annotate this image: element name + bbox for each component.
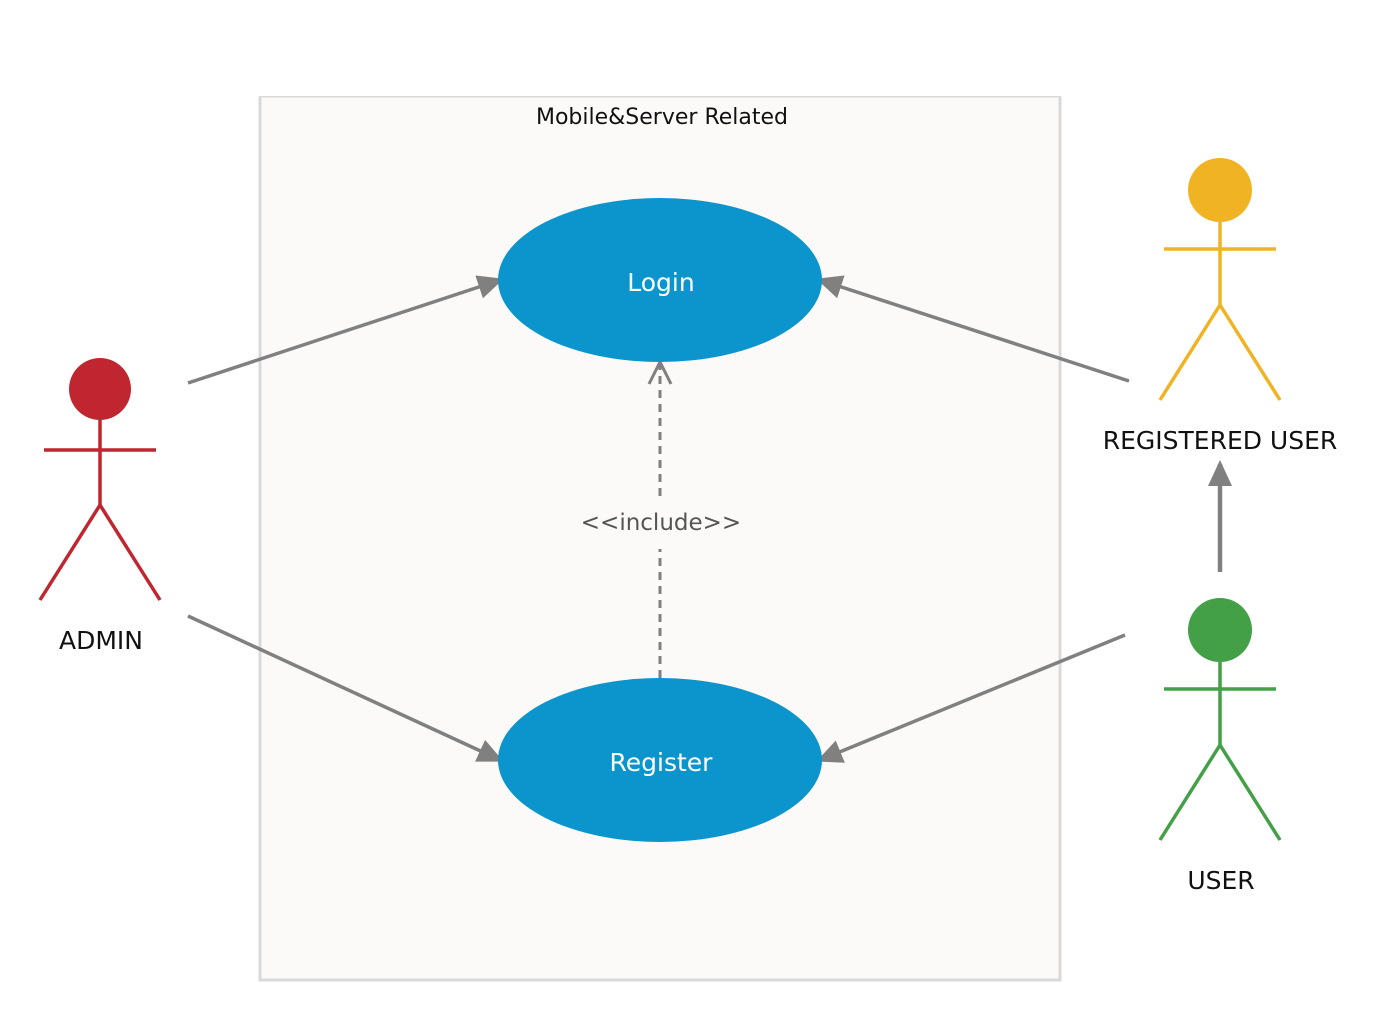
association-admin-register: [187, 614, 504, 762]
actor-admin-leg-left: [38, 504, 102, 601]
system-boundary-title: Mobile&Server Related: [536, 105, 788, 130]
actor-admin-head: [69, 358, 131, 420]
use-case-login-shape[interactable]: [498, 198, 822, 362]
use-case-login[interactable]: Login: [498, 198, 822, 362]
use-case-register-label: Register: [610, 748, 714, 777]
use-case-register-shape[interactable]: [498, 678, 822, 842]
association-admin-login: [187, 275, 504, 385]
actor-user-label: USER: [1187, 866, 1254, 895]
actor-registered-user-leg-right: [1218, 304, 1282, 401]
actor-user-leg-left: [1158, 744, 1222, 841]
associations: <<include>>: [187, 275, 1232, 763]
actor-admin-label: ADMIN: [59, 626, 143, 655]
actor-user[interactable]: [1158, 598, 1282, 841]
use-case-register[interactable]: Register: [498, 678, 822, 842]
association-user-register: [816, 633, 1126, 763]
actor-admin-leg-right: [98, 504, 162, 601]
include-label: <<include>>: [581, 510, 741, 536]
actor-registered-user[interactable]: [1158, 158, 1282, 401]
actor-registered-user-label: REGISTERED USER: [1103, 426, 1338, 455]
use-case-login-label: Login: [627, 268, 694, 297]
actor-registered-user-head: [1188, 158, 1252, 222]
actor-user-head: [1188, 598, 1252, 662]
actor-user-leg-right: [1218, 744, 1282, 841]
association-registered-user-login: [816, 275, 1130, 383]
actor-registered-user-leg-left: [1158, 304, 1222, 401]
actor-admin[interactable]: [38, 358, 162, 601]
